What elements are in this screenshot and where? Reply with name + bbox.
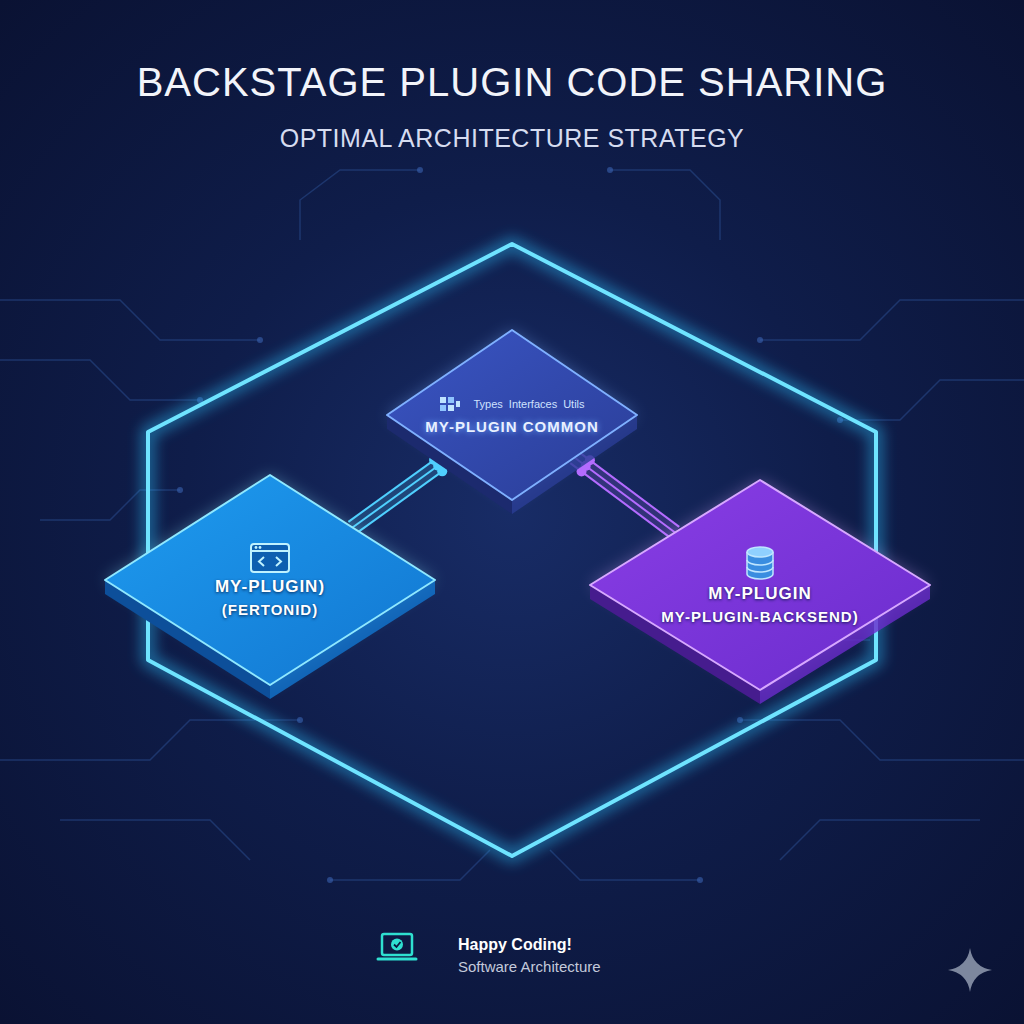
- footer-heading: Happy Coding!: [458, 936, 572, 954]
- node-tag: Types: [473, 398, 502, 410]
- connector-line: [357, 463, 454, 533]
- icon-holder: [745, 546, 775, 584]
- connector-glow: [575, 458, 676, 533]
- connector-glow: [353, 458, 450, 528]
- node-content: MY-PLUGIN MY-PLUGIN-BACKSEND): [590, 480, 930, 690]
- platform-node: Types Interfaces UtilsMY-PLUGIN COMMON: [387, 330, 637, 500]
- circuit-traces: [0, 170, 1024, 880]
- laptop-icon: [378, 934, 416, 959]
- node-subtitle: MY-PLUGIN-BACKSEND): [661, 608, 858, 625]
- icon-holder: [250, 543, 290, 577]
- node-subtitle: (FERTONID): [222, 601, 318, 618]
- subtitle: OPTIMAL ARCHITECTURE STRATEGY: [0, 124, 1024, 153]
- title: BACKSTAGE PLUGIN CODE SHARING: [0, 60, 1024, 105]
- footer-note: Software Architecture: [458, 958, 601, 975]
- browser-icon: [250, 543, 290, 573]
- node-title: MY-PLUGIN COMMON: [425, 418, 599, 435]
- node-tag: Utils: [563, 398, 584, 410]
- hexagon-frame: [148, 244, 876, 856]
- database-icon: [745, 546, 775, 580]
- connector-line: [570, 463, 671, 538]
- module-icon: [439, 396, 461, 412]
- platform-node: MY-PLUGIN) (FERTONID): [105, 475, 435, 685]
- connector-line: [353, 458, 450, 528]
- sparkle-mark: [948, 948, 992, 992]
- platform-shape: [387, 330, 637, 500]
- node-tag: Interfaces: [509, 398, 557, 410]
- connector: [348, 452, 453, 533]
- connector-line: [348, 452, 445, 522]
- connector-line: [579, 452, 680, 527]
- platform-node: MY-PLUGIN MY-PLUGIN-BACKSEND): [590, 480, 930, 690]
- connector-line: [575, 458, 676, 533]
- node-content: Types Interfaces UtilsMY-PLUGIN COMMON: [387, 330, 637, 500]
- connector: [570, 452, 679, 538]
- node-title: MY-PLUGIN: [708, 584, 811, 604]
- tag-row: Types Interfaces Utils: [439, 396, 584, 412]
- node-title: MY-PLUGIN): [215, 577, 325, 597]
- node-content: MY-PLUGIN) (FERTONID): [105, 475, 435, 685]
